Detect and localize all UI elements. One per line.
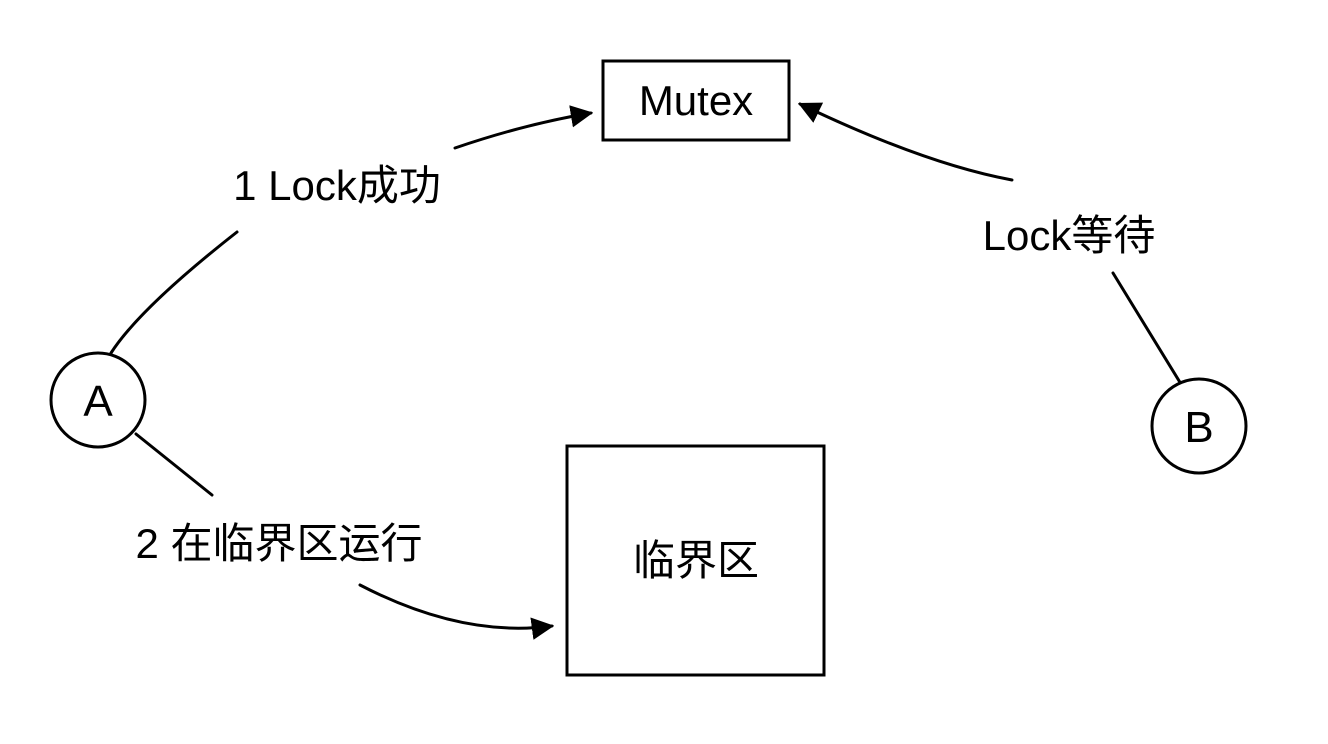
- lock-wait-edge-label: Lock等待: [983, 212, 1156, 259]
- mutex-node-label: Mutex: [639, 77, 753, 124]
- edge-lock-wait-label-to-b: [1111, 271, 1183, 386]
- mutex-node-box: [601, 59, 791, 142]
- run-in-critical-edge-label: 2 在临界区运行: [135, 520, 422, 567]
- thread-b-circle: [1150, 377, 1248, 475]
- edge-lock-success-to-mutex: [453, 105, 594, 150]
- edge-lock-wait-to-mutex: [797, 102, 1014, 182]
- edge-a-to-lock-success-label: [109, 230, 239, 355]
- thread-a-circle: [49, 351, 147, 449]
- thread-b-label: B: [1184, 403, 1213, 452]
- edge-a-to-run-label: [134, 432, 214, 497]
- critical-section-box: [565, 444, 826, 677]
- thread-a-label: A: [83, 377, 113, 426]
- lock-success-edge-label: 1 Lock成功: [233, 162, 441, 209]
- critical-section-label: 临界区: [633, 537, 759, 584]
- edge-run-to-critical-section: [358, 583, 555, 640]
